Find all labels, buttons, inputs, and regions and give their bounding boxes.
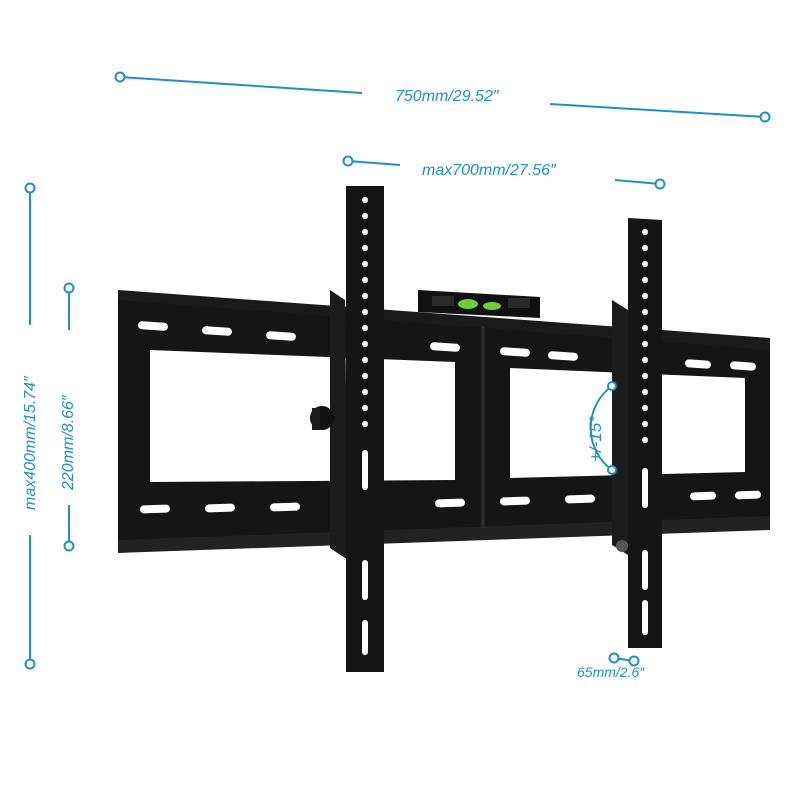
tilt-range-label: +/-15° <box>586 415 605 462</box>
profile-depth-label: 65mm/2.6″ <box>577 664 645 680</box>
max-height-label: max400mm/15.74″ <box>22 376 39 510</box>
max-vesa-width-label: max700mm/27.56″ <box>422 162 556 179</box>
wall-plate <box>118 290 770 553</box>
left-frame-window <box>150 350 455 482</box>
lower-slots <box>140 490 761 514</box>
right-tilt-screw <box>616 540 628 552</box>
level-bubble-right <box>483 302 501 310</box>
left-tilt-bracket <box>310 186 384 672</box>
min-height-label: 220mm/8.66″ <box>60 395 77 490</box>
right-vertical-arm <box>628 218 662 648</box>
level-bubble-left <box>458 299 478 309</box>
left-arm-holes <box>362 197 368 655</box>
dimension-endpoints <box>24 71 771 670</box>
right-tilt-bracket <box>612 218 662 648</box>
right-arm-holes <box>642 229 648 635</box>
bubble-level <box>418 290 540 318</box>
upper-slots <box>138 321 756 371</box>
overall-width-label: 750mm/29.52″ <box>395 88 499 105</box>
left-vertical-arm <box>346 186 384 672</box>
dimension-lines <box>29 76 766 664</box>
